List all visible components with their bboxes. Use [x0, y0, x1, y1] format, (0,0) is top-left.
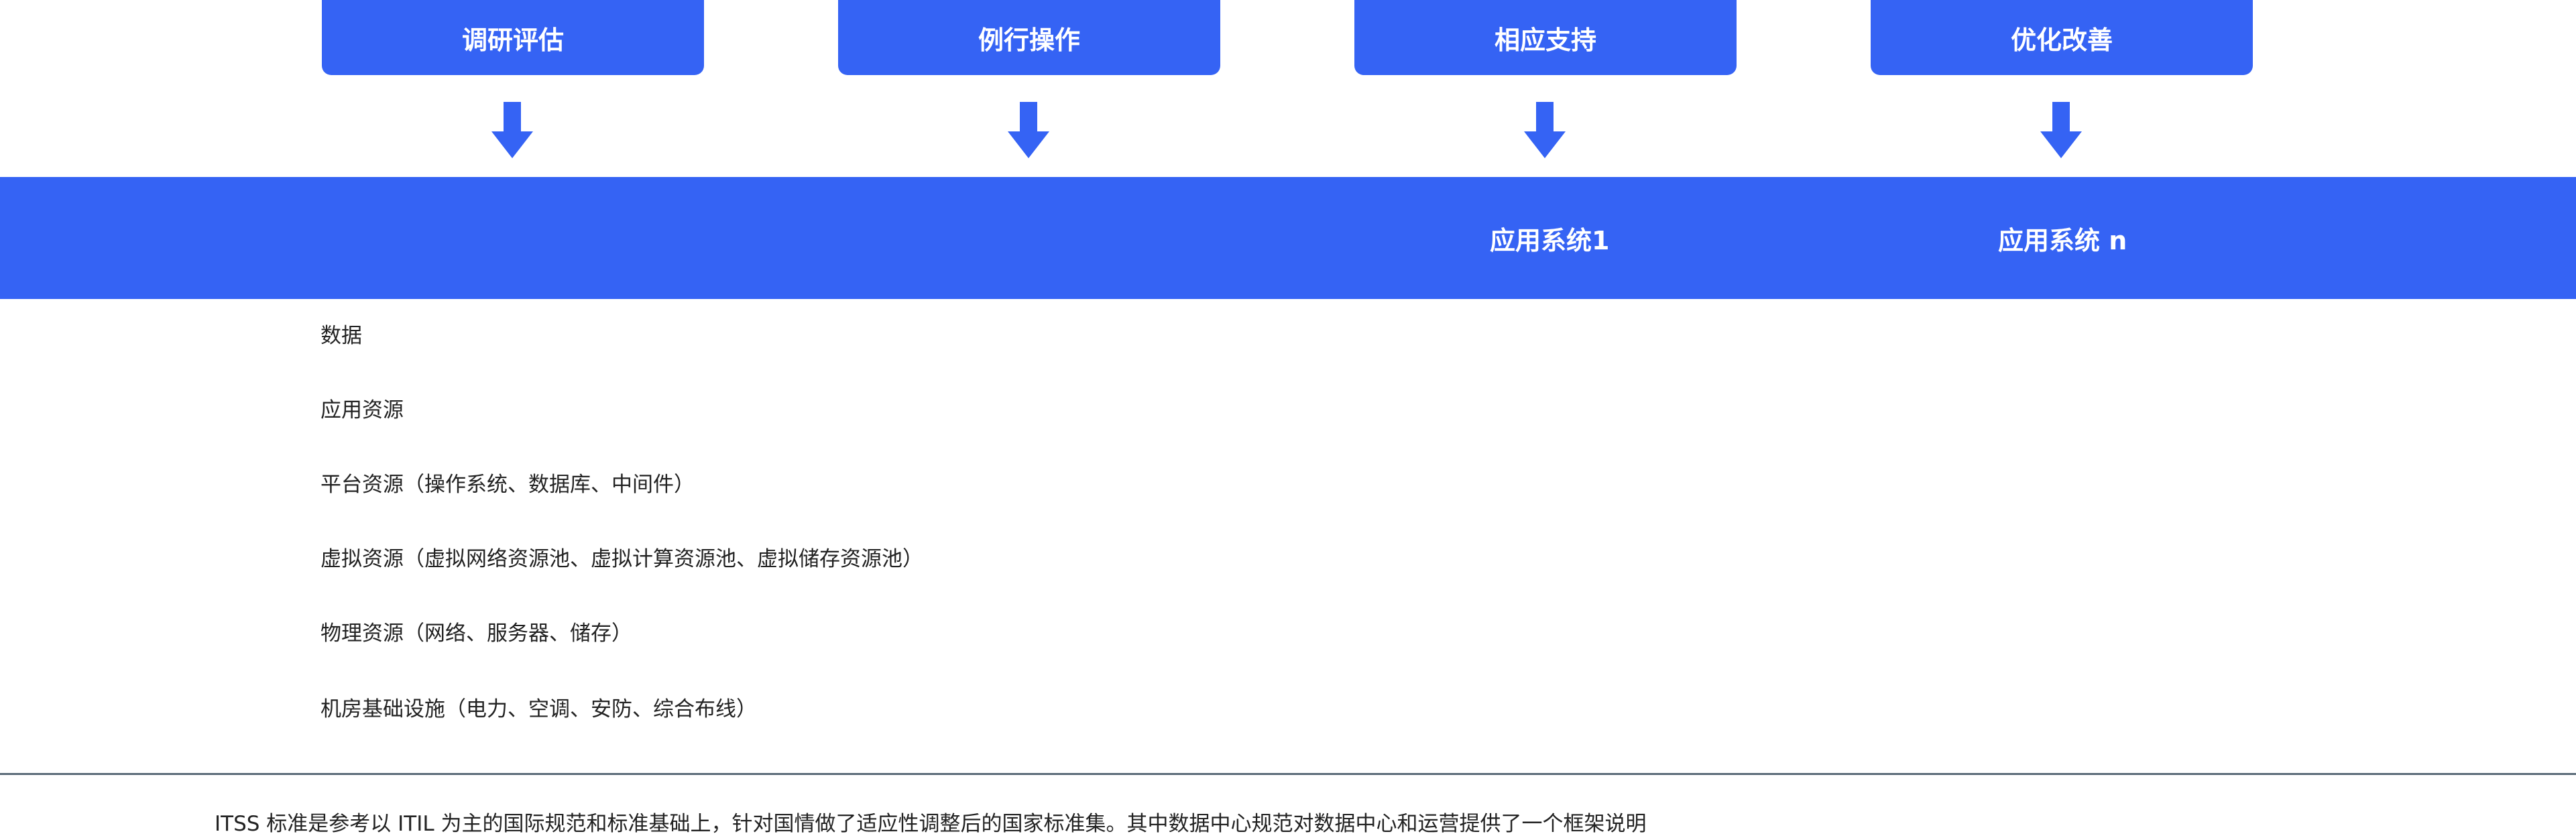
phase-row: 调研评估 例行操作 相应支持 优化改善 [0, 0, 2576, 161]
application-system-n: 应用系统 n [1998, 225, 2127, 255]
divider [0, 773, 2576, 775]
phase-optimization-improvement: 优化改善 [1871, 0, 2253, 75]
phase-research-assessment: 调研评估 [322, 0, 704, 75]
arrow-down-icon [1524, 102, 1566, 158]
phase-label: 优化改善 [2010, 25, 2113, 55]
arrow-down-icon [1008, 102, 1049, 158]
phase-response-support: 相应支持 [1354, 0, 1737, 75]
layer-datacenter-infrastructure: 机房基础设施（电力、空调、安防、综合布线） [320, 697, 757, 721]
phase-routine-operations: 例行操作 [838, 0, 1220, 75]
layer-platform-resources: 平台资源（操作系统、数据库、中间件） [320, 473, 695, 497]
phase-label: 调研评估 [461, 25, 564, 55]
layer-application-resources: 应用资源 [320, 398, 404, 422]
arrow-down-icon [491, 102, 533, 158]
footer-note: ITSS 标准是参考以 ITIL 为主的国际规范和标准基础上，针对国情做了适应性… [215, 812, 1647, 836]
layer-data: 数据 [320, 324, 362, 348]
layer-virtual-resources: 虚拟资源（虚拟网络资源池、虚拟计算资源池、虚拟储存资源池） [320, 547, 923, 571]
application-system-band: 应用系统1 应用系统 n [0, 177, 2576, 299]
phase-label: 相应支持 [1494, 25, 1596, 55]
arrow-down-icon [2040, 102, 2082, 158]
phase-label: 例行操作 [978, 25, 1080, 55]
layer-physical-resources: 物理资源（网络、服务器、储存） [320, 621, 632, 646]
application-system-1: 应用系统1 [1490, 225, 1610, 255]
